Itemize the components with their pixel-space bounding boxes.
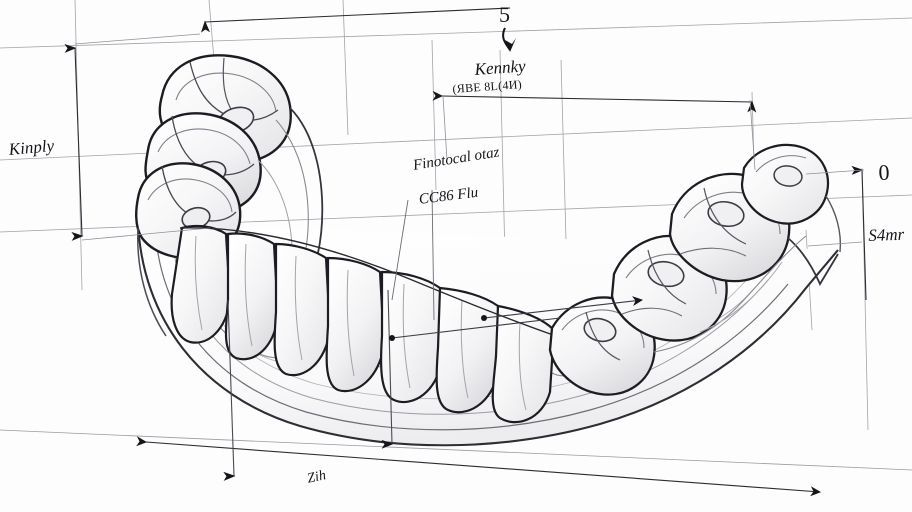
callout-curved-arrow (502, 27, 516, 52)
tooth-anterior-5 (379, 270, 444, 404)
drop-line-mid (381, 289, 394, 449)
tooth-anterior-1 (170, 224, 232, 344)
top-horizontal-dimension (200, 7, 511, 33)
bottom-horizontal-dimension (136, 436, 821, 497)
dimension-lines (64, 7, 867, 497)
left-vertical-dimension (64, 43, 84, 241)
leader-incisor (389, 317, 561, 341)
leader-vertical-anno-2 (391, 199, 409, 301)
callout-number: 5 (499, 2, 510, 27)
right-vertical-dimension (851, 165, 867, 301)
label-left: Kinply (8, 136, 55, 159)
right-posterior-teeth (548, 143, 842, 396)
tooth-anterior-3 (273, 242, 332, 377)
tooth-anterior-7 (491, 304, 556, 424)
leader-canine (481, 296, 643, 321)
drop-line-left (223, 299, 236, 481)
top-horizontal-dimension-b (432, 90, 757, 113)
leader-vertical-anno (431, 189, 435, 321)
tooth-anterior-6 (435, 286, 500, 414)
label-right-lower: S4mr (868, 224, 905, 245)
tooth-anterior-4 (325, 256, 386, 393)
tooth-anterior-2 (224, 232, 280, 361)
anterior-teeth (170, 224, 557, 424)
label-right-top: 0 (878, 159, 890, 185)
tooth-right-molar-4 (740, 143, 830, 225)
